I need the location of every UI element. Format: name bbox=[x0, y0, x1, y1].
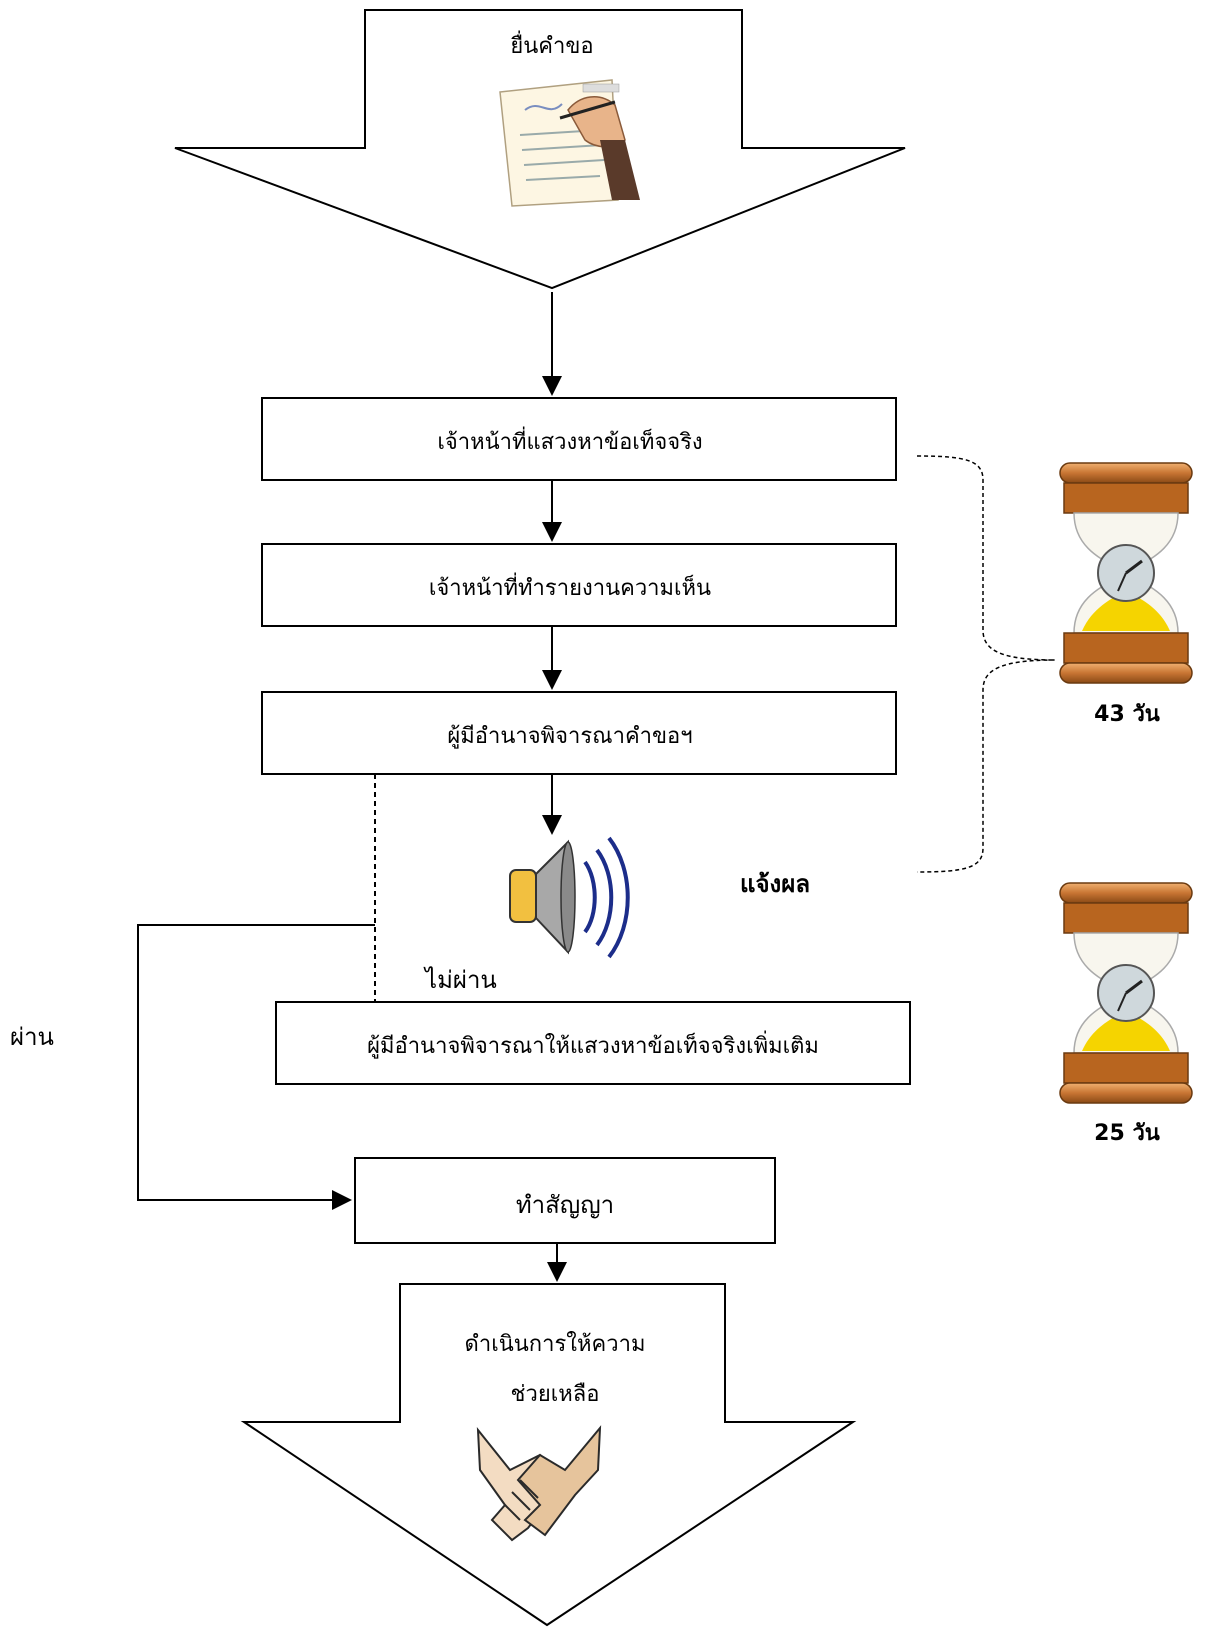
pass-label: ผ่าน bbox=[10, 1023, 54, 1051]
first-duration-label: 43 วัน bbox=[1094, 702, 1160, 727]
fact-finding-label: เจ้าหน้าที่แสวงหาข้อเท็จจริง bbox=[437, 430, 703, 455]
box-consider bbox=[261, 691, 897, 775]
notify-label: แจ้งผล bbox=[740, 870, 811, 898]
final-arrow-shape bbox=[240, 1283, 857, 1627]
duration-bracket bbox=[916, 455, 1056, 873]
box-report bbox=[261, 543, 897, 627]
final-label-line2: ช่วยเหลือ bbox=[510, 1382, 600, 1407]
more-facts-label: ผู้มีอำนาจพิจารณาให้แสวงหาข้อเท็จจริงเพิ… bbox=[367, 1034, 819, 1059]
fail-label: ไม่ผ่าน bbox=[425, 966, 497, 994]
speaker-icon bbox=[509, 836, 630, 959]
box-more-facts bbox=[275, 1001, 911, 1085]
handshake-icon bbox=[476, 1425, 602, 1542]
hourglass-icon-2 bbox=[1059, 882, 1193, 1104]
report-label: เจ้าหน้าที่ทำรายงานความเห็น bbox=[428, 576, 712, 601]
box-fact-finding bbox=[261, 397, 897, 481]
final-label-line1: ดำเนินการให้ความ bbox=[464, 1332, 646, 1357]
pass-path bbox=[137, 924, 375, 1210]
consider-label: ผู้มีอำนาจพิจารณาคำขอฯ bbox=[447, 724, 693, 749]
contract-label: ทำสัญญา bbox=[515, 1191, 615, 1219]
box-contract bbox=[354, 1157, 776, 1244]
writing-hand-icon bbox=[499, 79, 640, 207]
second-duration-label: 25 วัน bbox=[1094, 1121, 1160, 1146]
submit-label: ยื่นคำขอ bbox=[510, 34, 594, 59]
hourglass-icon bbox=[1059, 462, 1193, 684]
